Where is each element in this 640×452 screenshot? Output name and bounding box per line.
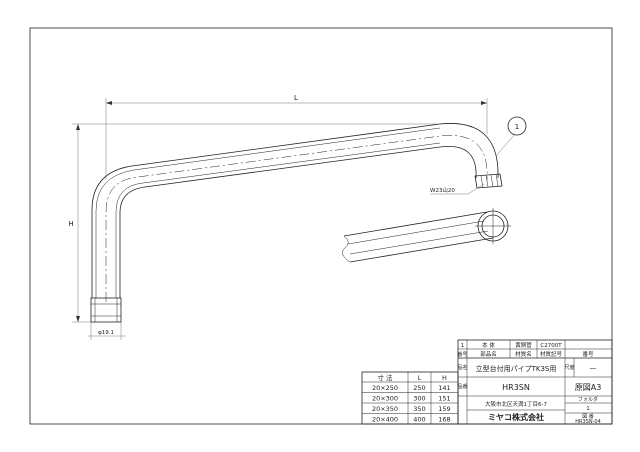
size-table-cell: 141 <box>438 384 450 392</box>
size-table-header-h: H <box>442 374 447 382</box>
title-name-label: 品名 <box>457 364 467 371</box>
size-table-cell: 300 <box>413 395 425 403</box>
dimension-l: L <box>105 94 488 180</box>
title-block: 1 本 体 黄銅管 C2700T 番号 部品名 材質名 材質記号 番号 品名 立… <box>457 339 613 425</box>
parts-header-name: 部品名 <box>480 350 497 358</box>
company-name: ミヤコ株式会社 <box>488 412 544 422</box>
scale-value: — <box>590 364 597 372</box>
size-table-cell: 151 <box>438 395 450 403</box>
parts-row-material: 黄銅管 <box>515 341 532 349</box>
parts-row-code: C2700T <box>540 343 562 349</box>
diameter-label: φ19.1 <box>98 330 114 336</box>
parts-header-material: 材質名 <box>515 350 532 358</box>
dim-l-label: L <box>294 94 298 102</box>
dimension-h: H <box>68 123 440 323</box>
parts-row-no: 1 <box>461 343 465 349</box>
product-code: HR3SN <box>502 383 530 392</box>
size-table-cell: 159 <box>438 405 450 413</box>
diameter-annotation: φ19.1 <box>88 322 126 340</box>
scale-label: 尺度 <box>564 364 574 371</box>
dim-h-label: H <box>68 220 73 228</box>
pipe-section-view <box>342 208 511 263</box>
sheet-size: 原図A3 <box>575 383 602 392</box>
folder-value: 1 <box>586 406 590 412</box>
size-table-cell: 350 <box>413 405 425 413</box>
callout-number: 1 <box>515 123 519 131</box>
size-table-cell: 400 <box>413 416 425 424</box>
product-name: 立型台付用パイプTK3S用 <box>476 364 557 373</box>
size-table-cell: 20×400 <box>372 416 398 424</box>
thread-annotation: W23山20 <box>430 183 485 195</box>
parts-header-remark: 番号 <box>582 351 594 358</box>
part-callout: 1 <box>495 116 527 157</box>
size-table-cell: 250 <box>413 384 425 392</box>
code-label: 品番 <box>457 383 467 390</box>
pipe-elevation-view <box>90 123 503 323</box>
parts-header-no: 番号 <box>457 351 467 358</box>
size-table-cell: 20×350 <box>372 405 398 413</box>
folder-label: フォルダ <box>578 396 598 403</box>
size-table-header-size: 寸 法 <box>377 373 393 382</box>
company-address: 大阪市北区天満1丁目6-7 <box>485 400 547 408</box>
parts-header-code: 材質記号 <box>540 350 563 358</box>
parts-row-name: 本 体 <box>482 341 495 349</box>
size-table-cell: 20×250 <box>372 384 398 392</box>
drawing-frame <box>29 27 613 425</box>
drawing-no: HR3SN-04 <box>575 419 601 425</box>
size-table-cell: 20×300 <box>372 395 398 403</box>
size-table: 寸 法 L H 20×250 250 141 20×300 300 151 20… <box>361 371 459 425</box>
thread-label: W23山20 <box>430 186 455 194</box>
size-table-header-l: L <box>418 374 422 382</box>
drawing-no-label: 図 番 <box>582 413 594 420</box>
size-table-cell: 168 <box>438 416 450 424</box>
